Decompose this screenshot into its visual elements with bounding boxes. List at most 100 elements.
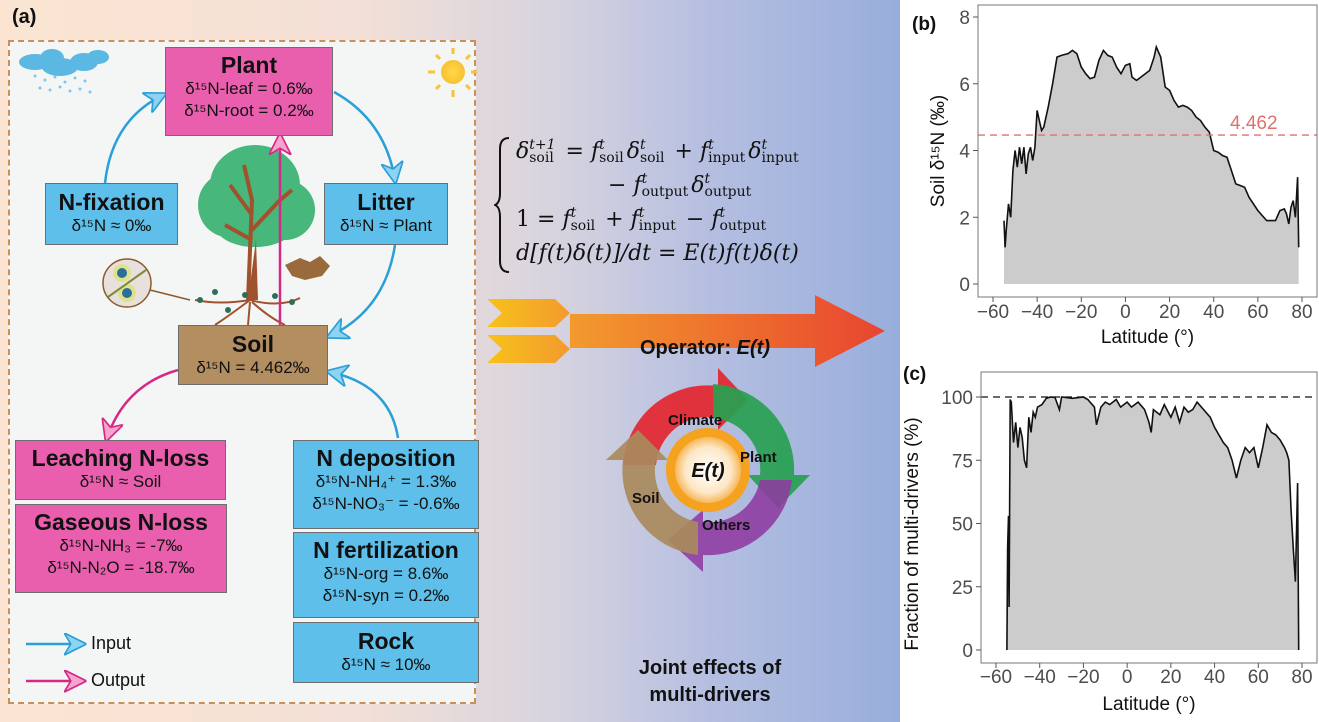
x-tick-label: 20	[1159, 302, 1180, 323]
x-tick-label: −40	[1021, 302, 1053, 323]
leaching-box: Leaching N-loss δ¹⁵N ≈ Soil	[15, 440, 226, 500]
eq-sup: t	[639, 137, 646, 153]
y-tick-label: 50	[952, 515, 973, 536]
eq-symbol: f	[699, 139, 709, 164]
y-tick-label: 25	[952, 578, 973, 599]
eq-sub: input	[708, 150, 746, 166]
eq-symbol: 1	[516, 207, 530, 232]
y-tick-label: 8	[959, 8, 970, 29]
driver-center-label: E(t)	[691, 460, 725, 482]
eq-sup: t	[570, 205, 577, 221]
data-line	[1003, 44, 1300, 248]
x-tick-label: −20	[1067, 667, 1099, 688]
y-tick-label: 75	[952, 451, 973, 472]
arrow-litter-to-soil	[330, 244, 397, 336]
eq-op: −	[685, 207, 705, 232]
operator-text: Operator:	[639, 337, 737, 359]
driver-label-soil: Soil	[632, 490, 660, 507]
eq-sub: soil	[639, 150, 665, 166]
rain-cloud-icon	[19, 49, 109, 94]
arrow-soil-to-leaching	[107, 368, 179, 438]
y-tick-label: 4	[959, 142, 970, 163]
eq-op: +	[605, 207, 624, 232]
drivers-cycle: Climate Plant Others Soil E(t)	[606, 368, 810, 572]
eq-sup: t	[761, 137, 768, 153]
equation-brace	[494, 137, 510, 273]
eq-sub: input	[761, 150, 799, 166]
leaching-title: Leaching N-loss	[31, 445, 210, 471]
eq-symbol: δ	[516, 139, 530, 164]
eq-symbol: f	[630, 207, 639, 232]
soil-title: Soil	[231, 331, 275, 357]
eq-sup: t	[599, 137, 605, 153]
n-fixation-value: δ¹⁵N ≈ 0‰	[71, 216, 152, 235]
driver-label-plant: Plant	[740, 449, 777, 466]
drivers-caption-line2: multi-drivers	[649, 684, 771, 706]
soil-box: Soil δ¹⁵N = 4.462‰	[178, 325, 328, 385]
arrow-plant-to-litter	[333, 90, 395, 180]
y-axis-label: Soil δ¹⁵N (‰)	[928, 95, 949, 207]
leaching-value: δ¹⁵N ≈ Soil	[79, 472, 162, 491]
eq-op: +	[674, 139, 693, 164]
x-tick-label: −60	[980, 667, 1012, 688]
n-fixation-title: N-fixation	[58, 189, 165, 215]
plot-frame	[980, 371, 1318, 664]
fertilization-title: N fertilization	[313, 537, 459, 563]
eq-sub: soil	[529, 150, 554, 166]
panel-a-label: (a)	[12, 6, 37, 28]
legend-input-label: Input	[91, 633, 132, 653]
drivers-caption: Joint effects of multi-drivers	[600, 655, 820, 709]
litter-value: δ¹⁵N ≈ Plant	[340, 216, 432, 235]
plant-box: Plant δ¹⁵N-leaf = 0.6‰ δ¹⁵N-root = 0.2‰	[165, 47, 333, 136]
x-tick-label: 20	[1160, 667, 1181, 688]
reference-label: 4.462	[1230, 113, 1278, 134]
plant-root-value: δ¹⁵N-root = 0.2‰	[184, 101, 314, 120]
eq-sup: t	[638, 205, 645, 221]
eq-sub: output	[641, 184, 689, 200]
y-tick-label: 2	[959, 208, 970, 229]
x-tick-label: 80	[1291, 302, 1312, 323]
x-tick-label: 40	[1203, 302, 1224, 323]
sun-icon	[428, 48, 477, 97]
eq-sub: output	[704, 184, 752, 200]
fertilization-org-value: δ¹⁵N-org = 8.6‰	[323, 564, 449, 583]
eq-sup: t	[719, 205, 726, 221]
y-tick-label: 0	[962, 641, 973, 662]
eq-symbol: δ	[626, 139, 640, 164]
eq-sub: soil	[570, 218, 596, 234]
eq-sub: soil	[599, 150, 624, 166]
gaseous-title: Gaseous N-loss	[34, 509, 208, 535]
eq-symbol: f	[562, 207, 571, 232]
eq-sub: output	[719, 218, 767, 234]
x-tick-label: 40	[1204, 667, 1225, 688]
rock-title: Rock	[357, 628, 415, 654]
eq-sup: t+1	[529, 137, 556, 153]
x-tick-label: 0	[1122, 667, 1133, 688]
x-tick-label: 60	[1247, 302, 1268, 323]
deposition-box: N deposition δ¹⁵N-NH₄⁺ = 1.3‰ δ¹⁵N-NO₃⁻ …	[293, 440, 479, 529]
area-fill	[1006, 397, 1299, 650]
eq-sup: t	[708, 137, 714, 153]
operator-label: Operator: E(t)	[585, 337, 825, 360]
driver-label-climate: Climate	[668, 412, 722, 429]
eq-symbol: δ	[748, 139, 762, 164]
litter-box: Litter δ¹⁵N ≈ Plant	[324, 183, 448, 245]
x-tick-label: −20	[1065, 302, 1097, 323]
cycle-arrows-layer: Climate Plant Others Soil E(t)	[19, 48, 885, 722]
eq-op: −	[608, 173, 627, 198]
gaseous-n2o-value: δ¹⁵N-N₂O = -18.7‰	[47, 558, 195, 577]
x-tick-label: 0	[1120, 302, 1131, 323]
x-tick-label: −40	[1024, 667, 1056, 688]
operator-arrow	[487, 295, 885, 367]
eq-sub: input	[638, 218, 676, 234]
panel-label: (b)	[912, 14, 936, 35]
eq-derivative-line: d[f(t)δ(t)]/dt = E(t)f(t)δ(t)	[516, 241, 799, 266]
eq-sup: t	[641, 171, 648, 187]
arrow-deposition-to-soil	[330, 372, 400, 439]
plant-title: Plant	[220, 52, 278, 78]
eq-symbol: δ	[691, 173, 705, 198]
data-line	[1006, 396, 1300, 651]
n-fixation-box: N-fixation δ¹⁵N ≈ 0‰	[45, 183, 178, 245]
eq-symbol: f	[711, 207, 720, 232]
gaseous-box: Gaseous N-loss δ¹⁵N-NH₃ = -7‰ δ¹⁵N-N₂O =…	[15, 504, 227, 593]
